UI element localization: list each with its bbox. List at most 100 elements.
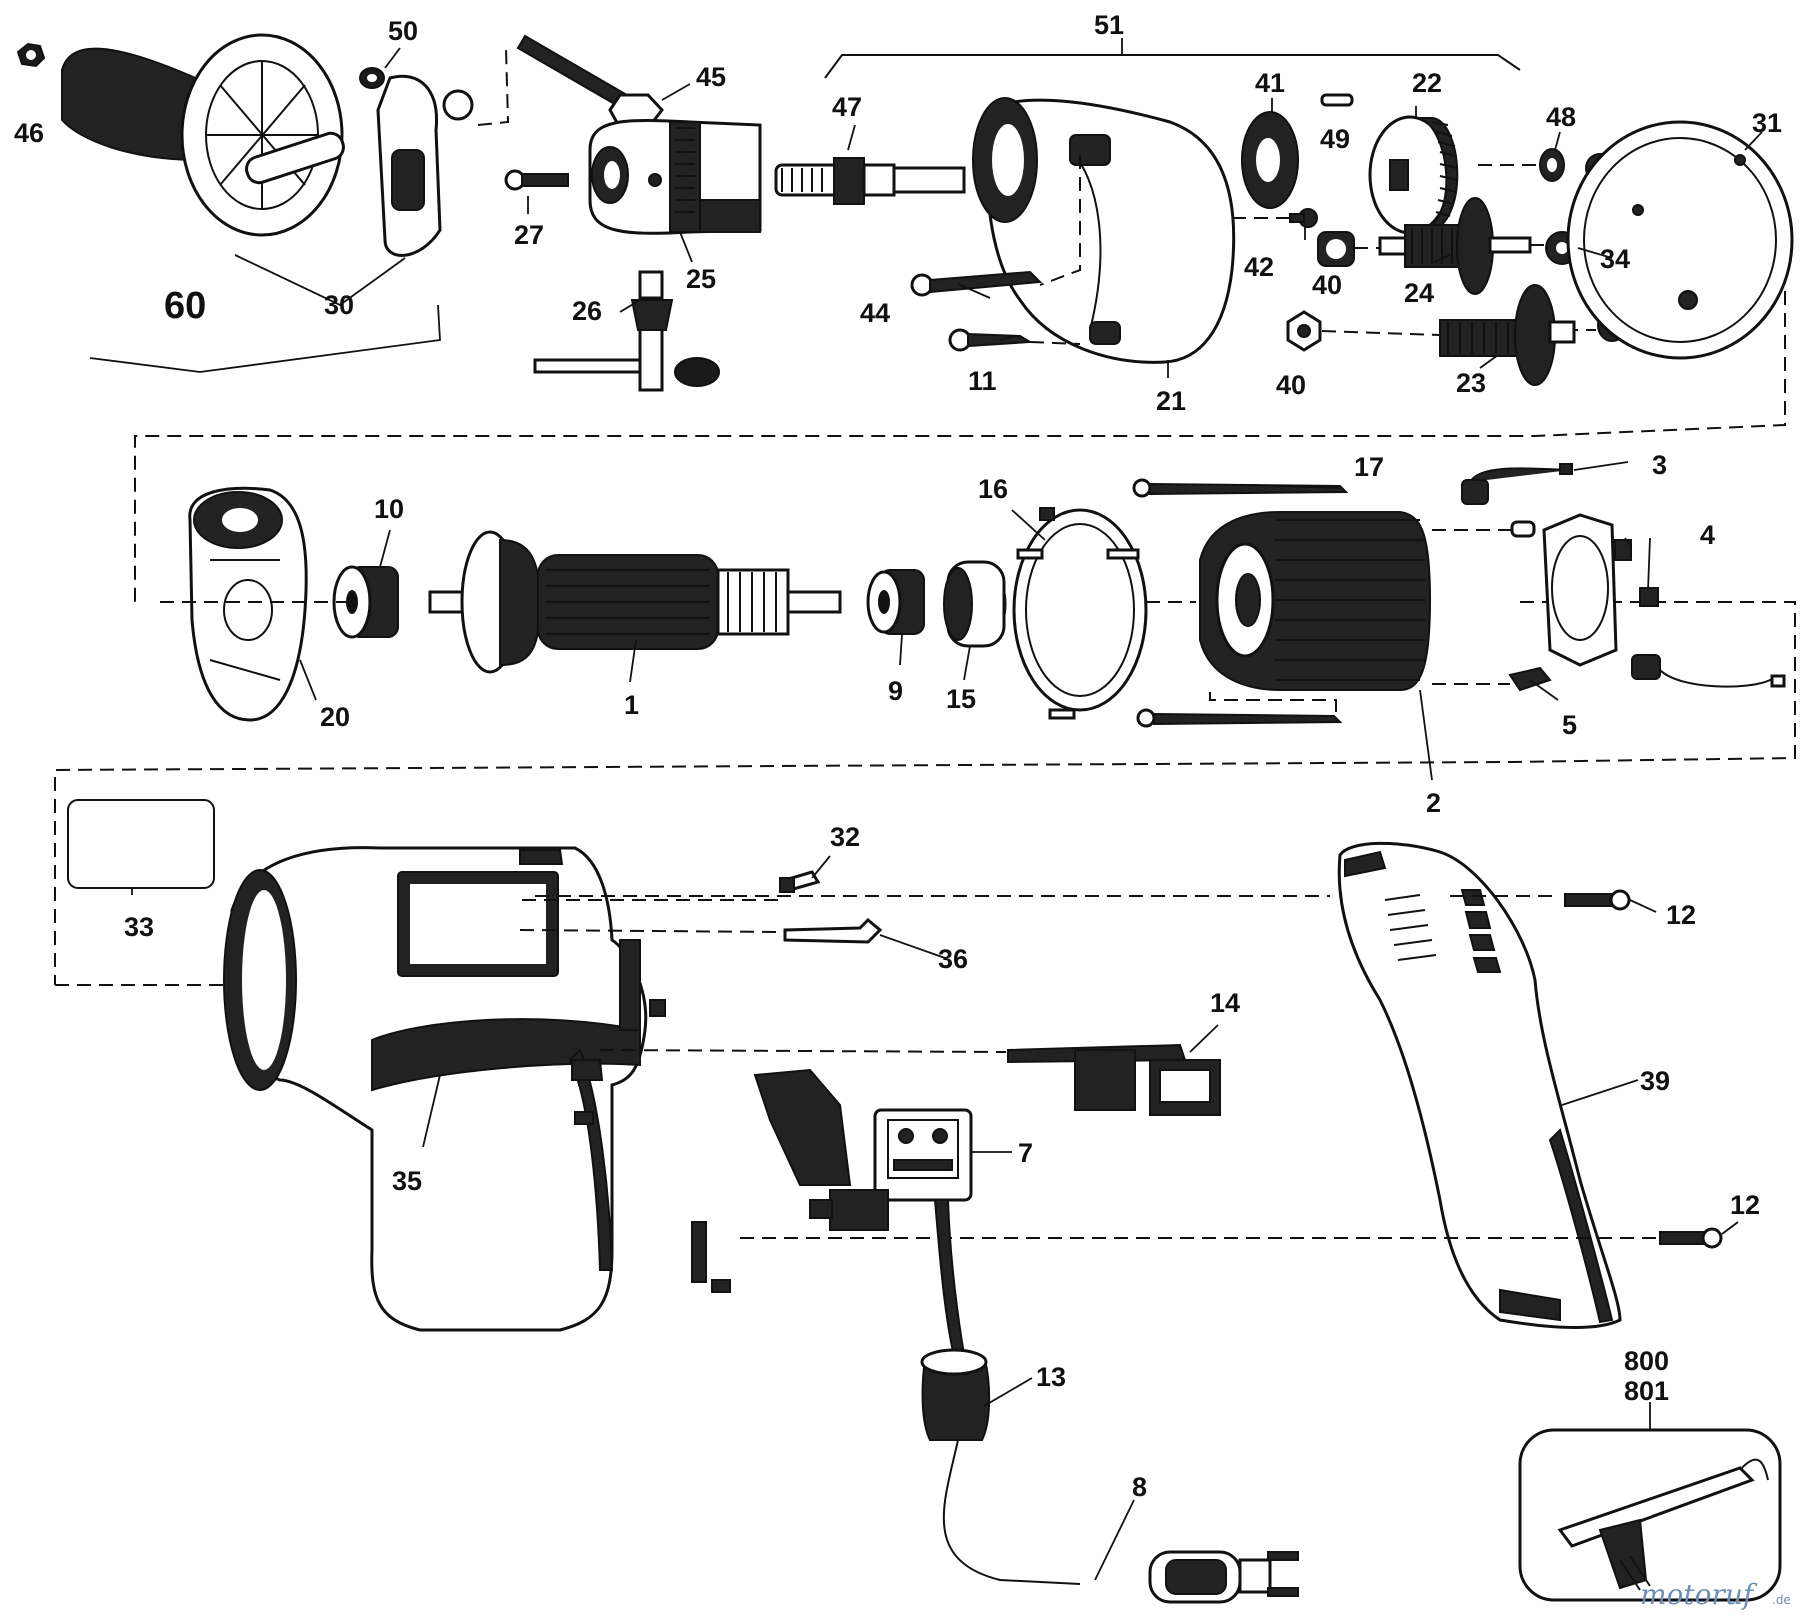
label-34: 34 [1600, 244, 1630, 274]
label-1: 1 [624, 690, 639, 720]
part-12-screw-upper [1564, 889, 1631, 911]
label-45: 45 [696, 62, 726, 92]
label-49: 49 [1320, 124, 1350, 154]
part-33-nameplate [67, 799, 215, 889]
part-13-cord-protector [920, 1199, 991, 1441]
callout-labels: 46 50 45 47 51 41 49 22 48 31 27 25 30 2… [14, 10, 1782, 1502]
part-11-screw [948, 328, 1034, 352]
part-15-bearing-retainer [943, 560, 1007, 648]
part-22-gear [1368, 115, 1459, 235]
label-35: 35 [392, 1166, 422, 1196]
label-51: 51 [1094, 10, 1124, 40]
part-16-baffle [1012, 507, 1148, 720]
part-26-chuck-key [533, 270, 720, 392]
part-27-screw [504, 169, 569, 191]
label-30: 30 [324, 290, 354, 320]
leader-lines [89, 47, 1763, 781]
part-40-bearing-lower [1286, 310, 1322, 352]
label-46: 46 [14, 118, 44, 148]
part-8-cord-and-plug [942, 1439, 1299, 1604]
part-5-brush-lower [1508, 654, 1786, 692]
label-60: 60 [164, 285, 206, 327]
label-26: 26 [572, 296, 602, 326]
part-40-bearing-upper [1317, 231, 1355, 267]
part-35-motor-housing [223, 846, 731, 1332]
part-1-armature [428, 530, 842, 674]
part-32-spring [779, 870, 821, 893]
part-36-lock-pin [783, 917, 883, 944]
leader-45-dash [477, 47, 510, 126]
part-42-screw [1289, 208, 1318, 228]
part-3-brush-upper [1461, 463, 1573, 505]
label-801: 801 [1624, 1376, 1669, 1406]
part-47-spindle [774, 157, 966, 205]
part-800-801-tool-inset [1518, 1428, 1782, 1602]
label-2: 2 [1426, 788, 1441, 818]
label-11: 11 [968, 366, 997, 396]
label-47: 47 [832, 92, 862, 122]
label-7: 7 [1018, 1138, 1033, 1168]
part-25-chuck [588, 118, 762, 235]
part-48-washer [1539, 148, 1565, 182]
label-8: 8 [1132, 1472, 1147, 1502]
label-4: 4 [1700, 520, 1715, 550]
part-41-bearing [1241, 111, 1299, 209]
label-32: 32 [830, 822, 860, 852]
part-50-washer [359, 67, 385, 89]
motor-group-boundary [54, 601, 1796, 985]
watermark: motoruf .de [1640, 1578, 1791, 1611]
leader-2-dash [1209, 692, 1337, 712]
label-21: 21 [1156, 386, 1186, 416]
bracket-51 [824, 54, 1521, 79]
part-7-switch [753, 1068, 973, 1231]
label-20: 20 [320, 702, 350, 732]
part-12-screw-lower [1659, 1227, 1723, 1249]
label-39: 39 [1640, 1066, 1670, 1096]
part-4-brush-holder [1510, 513, 1659, 667]
part-24-intermediate-gear [1378, 197, 1532, 295]
label-25: 25 [686, 264, 716, 294]
label-24: 24 [1404, 278, 1434, 308]
part-23-armature-gear [1439, 284, 1576, 386]
label-48: 48 [1546, 102, 1576, 132]
label-41: 41 [1255, 68, 1285, 98]
label-5: 5 [1562, 710, 1577, 740]
part-44-screw [910, 270, 1043, 297]
label-31: 31 [1752, 108, 1782, 138]
label-22: 22 [1412, 68, 1442, 98]
part-30-side-handle [61, 33, 474, 257]
label-17: 17 [1354, 452, 1384, 482]
label-15: 15 [946, 684, 976, 714]
label-40a: 40 [1312, 270, 1342, 300]
part-21-gear-case [972, 97, 1236, 364]
part-14-switch-part [1007, 1043, 1221, 1116]
label-12a: 12 [1666, 900, 1696, 930]
label-36: 36 [938, 944, 968, 974]
leader-21-dash [1039, 155, 1081, 286]
label-12b: 12 [1730, 1190, 1760, 1220]
part-9-bearing [866, 569, 925, 635]
label-23: 23 [1456, 368, 1486, 398]
label-42: 42 [1244, 252, 1274, 282]
label-33: 33 [124, 912, 154, 942]
label-13: 13 [1036, 1362, 1066, 1392]
part-31-gasket [1566, 120, 1794, 360]
part-39-handle-cover [1337, 841, 1622, 1329]
part-46-nut [16, 42, 46, 68]
label-27: 27 [514, 220, 544, 250]
part-2-field [1199, 511, 1432, 691]
watermark-suffix: .de [1772, 1593, 1791, 1607]
label-40b: 40 [1276, 370, 1306, 400]
label-3: 3 [1652, 450, 1667, 480]
label-10: 10 [374, 494, 404, 524]
label-800: 800 [1624, 1346, 1669, 1376]
part-49-pin [1320, 93, 1354, 107]
label-14: 14 [1210, 988, 1240, 1018]
part-20-end-housing [188, 486, 308, 722]
label-9: 9 [888, 676, 903, 706]
label-44: 44 [860, 298, 890, 328]
part-45-side-handle-bolt [516, 34, 664, 130]
label-16: 16 [978, 474, 1008, 504]
part-10-bearing [332, 565, 399, 639]
